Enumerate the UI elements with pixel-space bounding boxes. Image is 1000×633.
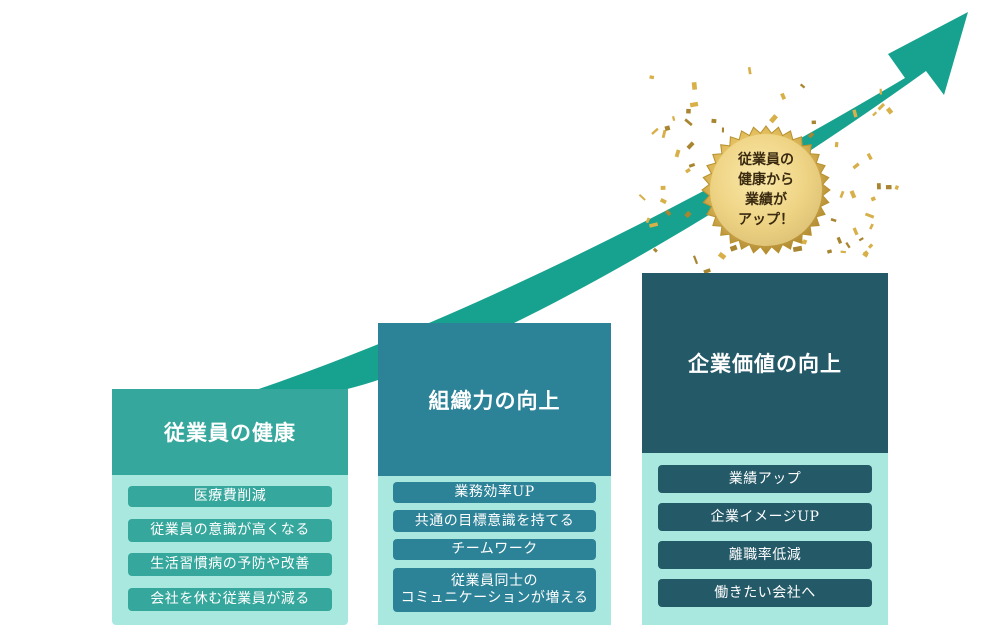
confetti-piece (852, 227, 859, 236)
column-title: 企業価値の向上 (642, 273, 888, 453)
confetti-piece (674, 149, 681, 158)
confetti-piece (792, 245, 803, 253)
confetti-piece (872, 111, 878, 117)
confetti-piece (686, 141, 695, 150)
confetti-piece (894, 185, 900, 190)
confetti-piece (671, 115, 676, 122)
benefit-item: 医療費削減 (128, 486, 332, 507)
confetti-piece (811, 120, 817, 125)
confetti-piece (799, 83, 806, 89)
confetti-piece (638, 193, 646, 201)
benefit-item: 生活習慣病の予防や改善 (128, 553, 332, 576)
confetti-piece (729, 244, 738, 252)
benefit-item: 業績アップ (658, 465, 872, 493)
confetti-piece (652, 247, 658, 253)
confetti-piece (885, 185, 892, 190)
benefit-item: 従業員の意識が高くなる (128, 519, 332, 542)
benefit-item: 働きたい会社へ (658, 579, 872, 607)
confetti-piece (692, 255, 699, 265)
confetti-piece (867, 243, 874, 249)
confetti-piece (839, 190, 845, 199)
column-title: 組織力の向上 (378, 323, 611, 476)
confetti-piece (849, 190, 857, 199)
benefit-item: 離職率低減 (658, 541, 872, 569)
benefit-item: チームワーク (393, 539, 596, 560)
confetti-piece (686, 108, 691, 114)
confetti-piece (717, 251, 727, 260)
benefit-item: 企業イメージUP (658, 503, 872, 531)
confetti-piece (862, 250, 870, 257)
column-body: 業務効率UP 共通の目標意識を持てる チームワーク 従業員同士の コミュニケーシ… (378, 476, 611, 625)
confetti-piece (802, 239, 808, 245)
confetti-piece (834, 141, 839, 148)
confetti-piece (688, 163, 696, 168)
confetti-piece (721, 127, 724, 133)
confetti-piece (645, 217, 651, 224)
confetti-piece (747, 66, 752, 75)
confetti-piece (649, 75, 655, 80)
confetti-piece (711, 118, 717, 124)
confetti-piece (684, 210, 692, 219)
benefit-item: 業務効率UP (393, 482, 596, 503)
confetti-piece (660, 185, 666, 190)
confetti-piece (877, 102, 886, 111)
confetti-piece (879, 88, 882, 95)
confetti-piece (830, 218, 837, 223)
confetti-piece (826, 249, 833, 254)
seal-line: アップ！ (738, 212, 794, 228)
confetti-piece (864, 212, 875, 219)
confetti-piece (684, 118, 693, 127)
confetti-piece (870, 196, 876, 202)
seal-text: 従業員の 健康から 業績が アップ！ (707, 145, 825, 235)
confetti-piece (780, 92, 787, 100)
confetti-piece (664, 209, 672, 217)
column-organization: 組織力の向上 業務効率UP 共通の目標意識を持てる チームワーク 従業員同士の … (378, 323, 611, 625)
column-body: 業績アップ 企業イメージUP 離職率低減 働きたい会社へ (642, 453, 888, 625)
benefit-item: 共通の目標意識を持てる (393, 510, 596, 532)
confetti-piece (689, 101, 699, 108)
confetti-piece (703, 268, 711, 275)
confetti-piece (845, 241, 851, 249)
seal-line: 健康から (738, 172, 794, 188)
confetti-piece (649, 222, 659, 228)
confetti-piece (866, 152, 873, 161)
confetti-piece (659, 197, 667, 205)
benefit-item-line: コミュニケーションが増える (400, 590, 589, 606)
column-corporate-value: 企業価値の向上 業績アップ 企業イメージUP 離職率低減 働きたい会社へ (642, 273, 888, 625)
benefit-item-line: 従業員同士の (451, 573, 538, 589)
confetti-piece (858, 237, 864, 242)
confetti-piece (661, 129, 667, 139)
confetti-piece (885, 106, 894, 115)
confetti-piece (807, 132, 815, 139)
seal-line: 従業員の (738, 152, 794, 168)
benefit-item: 従業員同士の コミュニケーションが増える (393, 568, 596, 612)
confetti-piece (691, 82, 698, 90)
confetti-piece (852, 109, 858, 118)
confetti-piece (769, 114, 778, 124)
confetti-piece (651, 127, 659, 135)
column-employee-health: 従業員の健康 医療費削減 従業員の意識が高くなる 生活習慣病の予防や改善 会社を… (112, 389, 348, 625)
seal-line: 業績が (745, 192, 787, 208)
confetti-piece (664, 125, 671, 132)
column-title: 従業員の健康 (112, 389, 348, 475)
confetti-piece (876, 183, 881, 190)
column-body: 医療費削減 従業員の意識が高くなる 生活習慣病の予防や改善 会社を休む従業員が減… (112, 475, 348, 625)
confetti-piece (685, 167, 691, 174)
confetti-piece (852, 162, 860, 170)
confetti-piece (840, 250, 847, 254)
benefit-item: 会社を休む従業員が減る (128, 588, 332, 611)
confetti-piece (836, 236, 843, 245)
confetti-piece (869, 223, 874, 230)
